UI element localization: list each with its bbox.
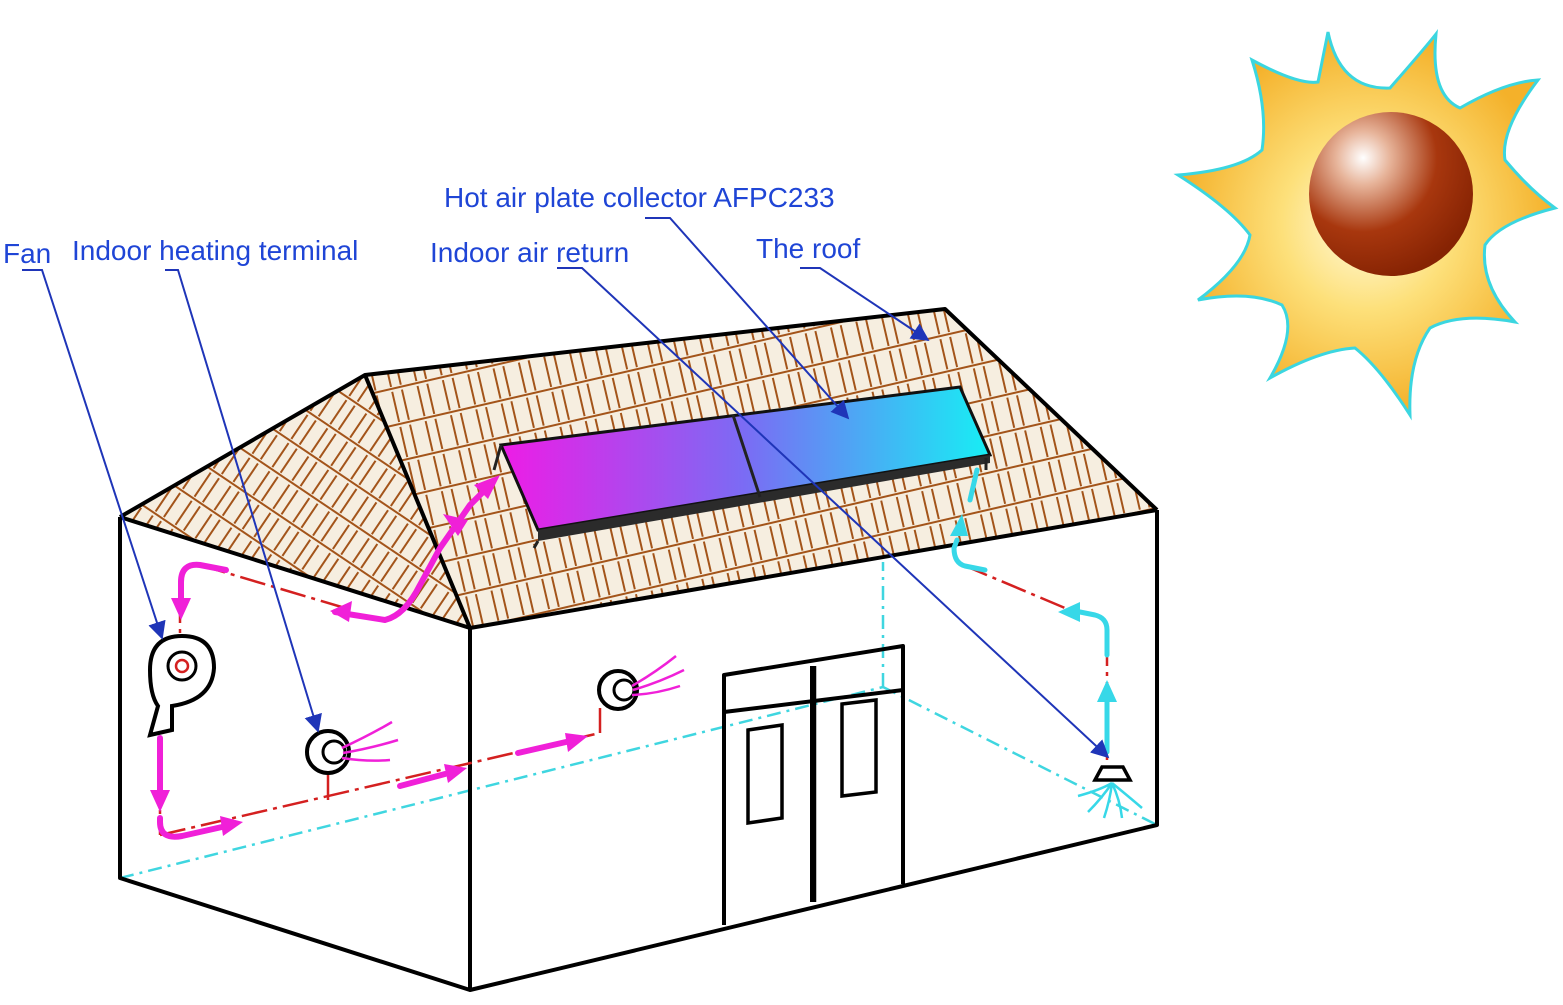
flow-arrow-icon: [330, 601, 352, 622]
sun-icon: [1173, 29, 1559, 421]
hot-air-plate-collector-label: Hot air plate collector AFPC233: [444, 182, 835, 213]
air-return-vent-icon: [1077, 765, 1143, 819]
left-wall: [120, 517, 470, 990]
flow-arrow-icon: [950, 514, 968, 536]
flow-arrow-icon: [474, 475, 500, 499]
roof-hip: [120, 375, 470, 628]
heating-terminal-icon: [597, 655, 685, 711]
indoor-air-return-label: Indoor air return: [430, 237, 629, 268]
double-door: [722, 644, 905, 925]
indoor-heating-terminal-label: Indoor heating terminal: [72, 235, 358, 266]
house-outline: [118, 307, 1159, 992]
leader-lines: [22, 217, 1110, 759]
fan-icon: [147, 633, 217, 738]
flow-arrow-icon: [443, 514, 468, 536]
fan-label: Fan: [3, 238, 51, 269]
flow-arrow-icon: [171, 598, 191, 620]
flow-arrow-icon: [444, 764, 467, 783]
flow-arrow-icon: [565, 733, 588, 752]
flow-arrow-icon: [220, 816, 243, 836]
house: [118, 307, 1159, 992]
flow-arrow-icon: [150, 790, 170, 812]
flow-arrow-icon: [1058, 602, 1080, 622]
hot-air-flow: [150, 475, 588, 840]
flow-arrow-icon: [1097, 680, 1117, 702]
hot-air-plate-collector: [492, 385, 993, 549]
the-roof-label: The roof: [756, 233, 860, 264]
heating-terminal-icon: [305, 720, 399, 775]
hidden-edges: [119, 562, 1158, 880]
